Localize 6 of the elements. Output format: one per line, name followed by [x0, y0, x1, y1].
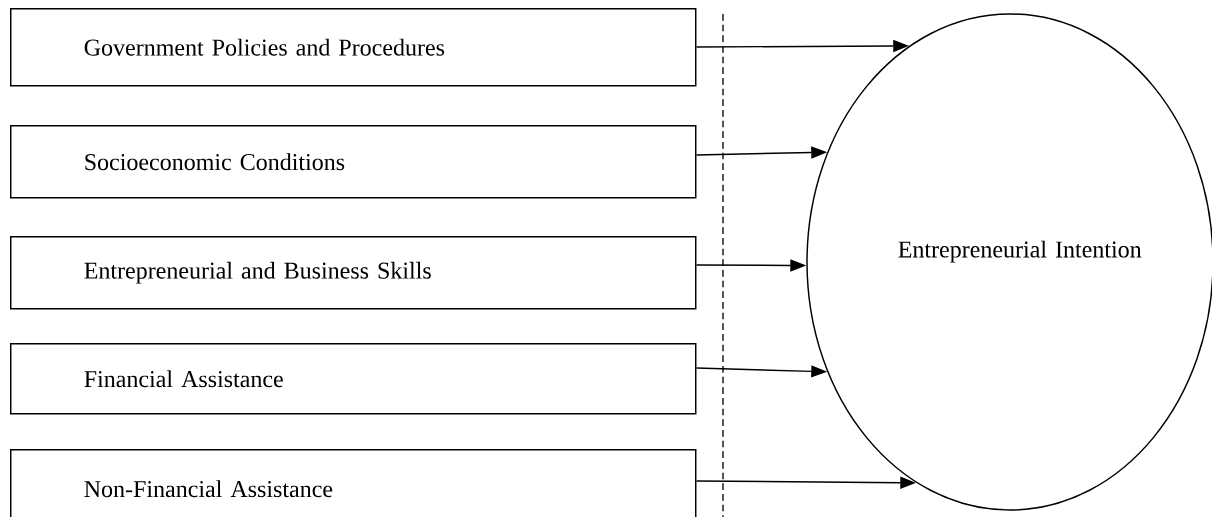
factor-box: Government Policies and Procedures	[10, 8, 697, 87]
factor-box: Socioeconomic Conditions	[10, 125, 697, 199]
factor-box: Entrepreneurial and Business Skills	[10, 236, 697, 310]
factor-box: Financial Assistance	[10, 343, 697, 415]
factor-box: Non-Financial Assistance	[10, 449, 697, 517]
ellipse-label: Entrepreneurial Intention	[898, 240, 1142, 263]
